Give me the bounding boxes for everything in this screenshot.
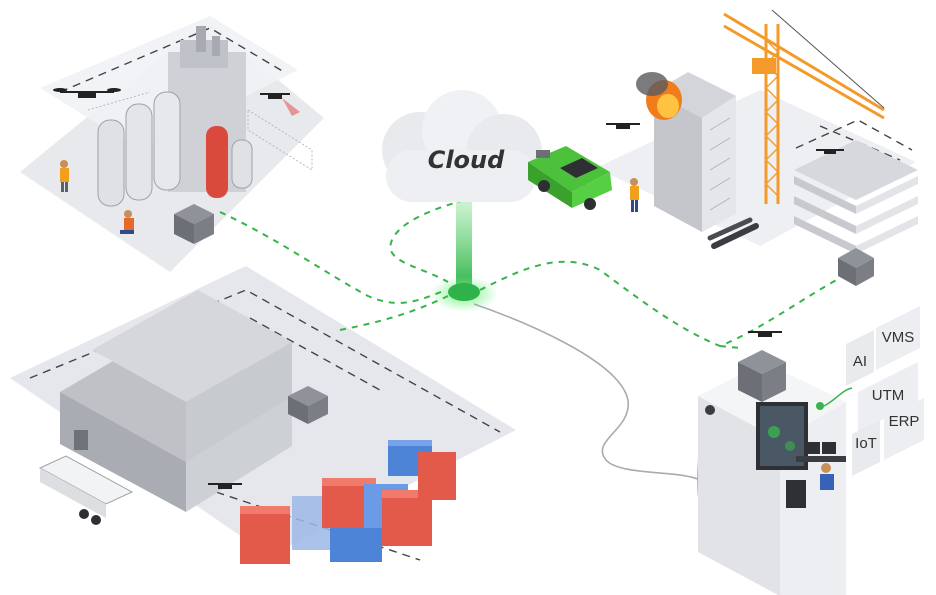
- drone-command: [748, 331, 782, 337]
- edge-dock-refinery: [174, 204, 214, 244]
- pickup-truck: [528, 146, 612, 210]
- cloud-label: Cloud: [428, 146, 505, 174]
- refinery: [53, 26, 313, 244]
- cloud: Cloud: [382, 90, 542, 202]
- system-label-utm: UTM: [872, 387, 905, 404]
- system-tile-utm: UTM: [858, 362, 918, 432]
- edge-dock-command: [738, 350, 786, 402]
- system-label-vms: VMS: [882, 329, 915, 346]
- drone-parking: [816, 149, 844, 154]
- container-stack-blue-2: [330, 528, 382, 562]
- system-label-ai: AI: [853, 353, 867, 370]
- operator-desk: [786, 442, 846, 508]
- system-label-iot: IoT: [855, 435, 877, 452]
- system-tile-vms: VMS: [876, 306, 920, 370]
- drone-fire: [606, 123, 640, 129]
- pipes: [707, 217, 759, 249]
- drone-refinery-2: [260, 93, 300, 116]
- system-tiles: AI VMS UTM IoT ERP: [846, 306, 924, 476]
- system-tile-iot: IoT: [852, 420, 880, 476]
- edge-dock-construction: [838, 248, 874, 286]
- fire-flames: [636, 72, 682, 120]
- tower-crane: [723, 9, 885, 204]
- worker-refinery-1: [60, 160, 69, 192]
- worker-refinery-2: [120, 210, 134, 234]
- shipping-containers: [240, 440, 456, 564]
- command-center: [698, 331, 853, 595]
- container-stack-red-left: [240, 506, 290, 564]
- drone-warehouse: [208, 483, 242, 489]
- container-stack-red-back: [418, 452, 456, 500]
- trailer: [38, 455, 134, 525]
- office-tower: [606, 72, 759, 249]
- edge-dock-warehouse: [288, 386, 328, 424]
- cloud-uplink-beam: [430, 196, 498, 312]
- worker-tower: [630, 178, 639, 212]
- parking-structure: [794, 140, 918, 286]
- system-tile-erp: ERP: [884, 398, 924, 460]
- system-label-erp: ERP: [889, 413, 920, 430]
- operator-monitor: [756, 402, 808, 470]
- warehouse: [38, 290, 328, 525]
- system-tile-ai: AI: [846, 330, 874, 386]
- drone-refinery: [53, 88, 121, 98]
